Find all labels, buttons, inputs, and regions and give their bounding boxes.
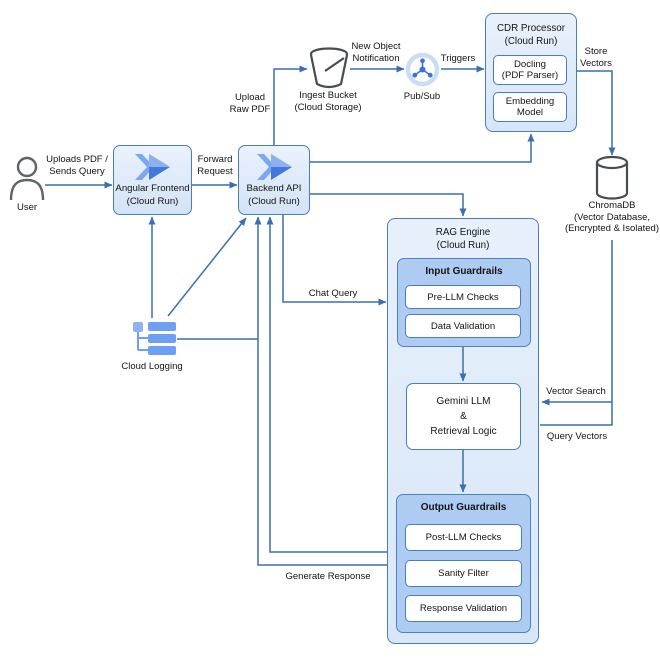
user-icon — [9, 156, 45, 201]
edge-cdr-chromadb — [577, 70, 616, 156]
item-pre-llm-checks: Pre-LLM Checks — [405, 285, 521, 309]
input-guardrails-title: Input Guardrails — [425, 266, 503, 277]
chromadb-icon — [595, 155, 629, 200]
item-response-validation: Response Validation — [405, 595, 522, 622]
backend-title: Backend API — [246, 183, 302, 194]
node-backend-api: Backend API (Cloud Run) — [238, 145, 310, 215]
item-sanity-filter: Sanity Filter — [405, 560, 522, 587]
rag-title: RAG Engine (Cloud Run) — [435, 227, 491, 251]
ingest-bucket-label: Ingest Bucket (Cloud Storage) — [294, 90, 362, 113]
item-data-validation: Data Validation — [405, 314, 521, 338]
node-docling: Docling(PDF Parser) — [493, 55, 567, 85]
backend-subtitle: (Cloud Run) — [248, 195, 300, 207]
edge-label-triggers: Triggers — [440, 53, 476, 64]
edge-backend-cdr — [310, 133, 535, 163]
edge-label-query-vectors: Query Vectors — [546, 431, 608, 442]
node-angular-frontend: Angular Frontend (Cloud Run) — [113, 145, 192, 215]
user-label: User — [16, 202, 38, 213]
edge-backend-bucket — [273, 65, 308, 145]
cloud-logging-icon — [133, 322, 176, 355]
edge-query-vectors — [540, 240, 613, 426]
edge-label-vector-search: Vector Search — [546, 386, 606, 397]
pubsub-icon — [405, 52, 440, 87]
pubsub-label: Pub/Sub — [403, 91, 441, 102]
output-guardrails-title: Output Guardrails — [420, 502, 507, 513]
edge-label-uploads: Uploads PDF /Sends Query — [46, 154, 108, 177]
edge-generate-response — [254, 216, 387, 566]
frontend-title: Angular Frontend — [115, 183, 190, 194]
edge-rag-backend-2 — [266, 216, 387, 553]
edge-label-chat-query: Chat Query — [308, 288, 358, 299]
cloud-run-icon — [135, 154, 170, 180]
cdr-title: CDR Processor (Cloud Run) — [496, 23, 566, 47]
item-post-llm-checks: Post-LLM Checks — [405, 524, 522, 551]
edge-logging-backend — [167, 217, 247, 317]
cloud-run-icon — [256, 154, 292, 180]
edge-label-generate-response: Generate Response — [285, 571, 371, 582]
edge-chat-query — [282, 215, 387, 306]
cloud-logging-label: Cloud Logging — [121, 361, 183, 372]
frontend-subtitle: (Cloud Run) — [126, 195, 179, 207]
edge-backend-rag — [310, 193, 467, 217]
node-gemini-llm: Gemini LLM & Retrieval Logic — [406, 383, 521, 450]
chromadb-label: ChromaDB (Vector Database, (Encrypted & … — [565, 200, 659, 234]
ingest-bucket-icon — [309, 47, 349, 89]
